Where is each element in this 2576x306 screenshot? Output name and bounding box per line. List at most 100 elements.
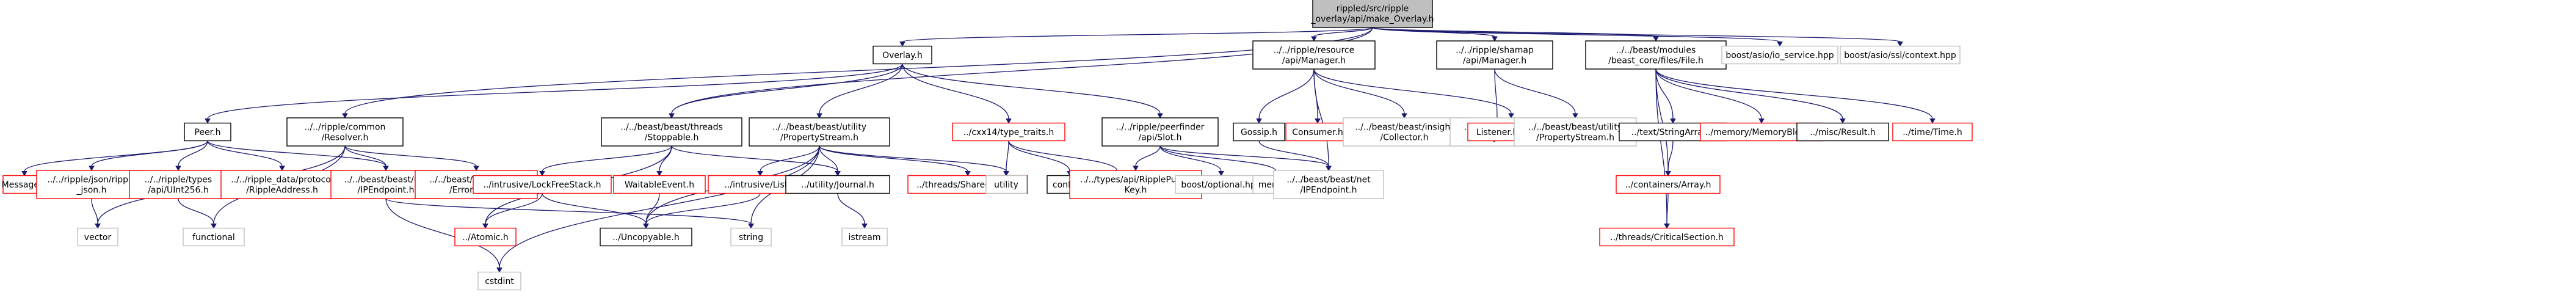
header-node-string: string xyxy=(730,227,772,247)
node-label: ../Atomic.h xyxy=(462,233,509,242)
node-label: ../../ripple/shamap xyxy=(1456,46,1534,56)
header-node-overlay[interactable]: Overlay.h xyxy=(873,45,932,65)
node-label: ../containers/Array.h xyxy=(1625,180,1711,190)
dependency-edge-shamgr-to-propstreamsys xyxy=(1494,68,1578,119)
dependency-edge-propstream-to-utiljournal xyxy=(819,145,841,177)
header-node-listener[interactable]: Listener.h xyxy=(1467,122,1527,142)
node-label: /api/Slot.h xyxy=(1139,133,1182,143)
node-label: Gossip.h xyxy=(1241,128,1277,137)
dependency-edge-uint256-to-functional xyxy=(178,198,217,229)
dependency-edge-slot-to-pubkey xyxy=(1133,145,1161,172)
dependency-edge-resmgr-to-gossip xyxy=(1256,68,1315,124)
node-label: /Stoppable.h xyxy=(645,133,699,143)
node-label: ../time/Time.h xyxy=(1903,128,1962,137)
header-node-gossip[interactable]: Gossip.h xyxy=(1233,122,1285,142)
node-label: /PropertyStream.h xyxy=(780,133,858,143)
node-label: ../text/StringArray.h xyxy=(1631,128,1715,137)
node-label: /PropertyStream.h xyxy=(1536,133,1614,143)
header-node-uint256[interactable]: ../../ripple/types/api/UInt256.h xyxy=(129,170,228,199)
node-layer: rippled/src/ripple_overlay/api/make_Over… xyxy=(2,0,1973,291)
node-label: rippled/src/ripple xyxy=(1337,4,1409,14)
node-label: _overlay/api/make_Overlay.h xyxy=(1311,15,1434,24)
header-node-shamgr[interactable]: ../../ripple/shamap/api/Manager.h xyxy=(1436,40,1553,70)
header-node-rippleaddr[interactable]: ../../ripple_data/protocol/RippleAddress… xyxy=(220,170,344,199)
header-node-utiljournal[interactable]: ../utility/Journal.h xyxy=(785,175,890,194)
header-node-ioservice: boost/asio/io_service.hpp xyxy=(1721,45,1838,65)
header-node-timetime[interactable]: ../time/Time.h xyxy=(1892,122,1973,142)
dependency-edge-overlay-to-typetraits xyxy=(902,64,1012,124)
header-node-propstream[interactable]: ../../beast/beast/utility/PropertyStream… xyxy=(749,117,890,147)
dependency-edge-root-to-resmgr xyxy=(1311,27,1373,42)
header-node-waitable[interactable]: WaitableEvent.h xyxy=(613,175,706,194)
header-node-istream: istream xyxy=(841,227,888,247)
header-node-atomic[interactable]: ../Atomic.h xyxy=(454,227,517,247)
node-label: WaitableEvent.h xyxy=(625,180,694,190)
node-label: ../../ripple_data/protocol xyxy=(231,175,333,185)
header-node-peer[interactable]: Peer.h xyxy=(184,122,231,142)
header-node-file[interactable]: ../../beast/modules/beast_core/files/Fil… xyxy=(1585,40,1727,70)
node-label: ../../ripple/json/ripple xyxy=(47,175,136,185)
dependency-edge-peer-to-uint256 xyxy=(175,140,208,172)
dependency-edge-textstringarray-to-containersarray xyxy=(1665,140,1674,177)
header-node-utility: utility xyxy=(985,175,1027,194)
dependency-edge-intrusivelist-to-uncopyable xyxy=(643,193,761,229)
header-node-root[interactable]: rippled/src/ripple_overlay/api/make_Over… xyxy=(1311,0,1434,28)
node-label: boost/asio/io_service.hpp xyxy=(1725,51,1834,60)
dependency-edge-root-to-resolver xyxy=(342,27,1373,119)
node-label: ../cxx14/type_traits.h xyxy=(963,128,1054,137)
header-node-vector: vector xyxy=(77,227,118,247)
header-node-consumer[interactable]: Consumer.h xyxy=(1285,122,1350,142)
dependency-edge-propstream-to-cstdint xyxy=(496,145,820,273)
dependency-edge-stoppable-to-utiljournal xyxy=(671,145,841,177)
dependency-edge-file-to-miscresult xyxy=(1655,68,1846,124)
dependency-edge-file-to-memblock xyxy=(1655,68,1765,124)
dependency-edge-resmgr-to-insight xyxy=(1313,68,1407,119)
node-label: /Collector.h xyxy=(1381,133,1429,143)
dependency-edge-propstream-to-shareddata xyxy=(819,145,971,177)
node-label: Overlay.h xyxy=(882,51,923,60)
header-node-propstreamsys: ../../beast/beast/utility/PropertyStream… xyxy=(1514,117,1637,147)
dependency-edge-stoppable-to-lockfree xyxy=(539,145,672,177)
node-label: boost/asio/ssl/context.hpp xyxy=(1844,51,1956,60)
header-node-ipendpointsys: ../../beast/beast/net/IPEndpoint.h xyxy=(1273,170,1384,199)
node-label: ../../ripple/resource xyxy=(1274,46,1354,56)
dependency-edge-containersarray-to-criticalsection xyxy=(1664,193,1670,229)
header-node-resolver[interactable]: ../../ripple/common/Resolver.h xyxy=(286,117,404,147)
node-label: /api/UInt256.h xyxy=(148,186,209,195)
header-node-stoppable[interactable]: ../../beast/beast/threads/Stoppable.h xyxy=(601,117,742,147)
node-label: /RippleAddress.h xyxy=(246,186,318,195)
node-label: Consumer.h xyxy=(1292,128,1343,137)
dependency-edge-overlay-to-propstream xyxy=(816,64,903,119)
node-label: Message.h xyxy=(2,180,48,190)
node-label: Peer.h xyxy=(195,128,221,137)
header-node-criticalsection[interactable]: ../threads/CriticalSection.h xyxy=(1599,227,1735,247)
dependency-edge-utiljournal-to-istream xyxy=(837,193,868,229)
node-label: boost/optional.hpp xyxy=(1181,180,1261,190)
node-label: ../../beast/beast/insight xyxy=(1355,123,1454,133)
dependency-edge-root-to-overlay xyxy=(899,27,1373,47)
node-label: ../../ripple/peerfinder xyxy=(1116,123,1205,133)
node-label: ../intrusive/LockFreeStack.h xyxy=(483,180,601,190)
node-label: functional xyxy=(192,233,235,242)
header-node-uncopyable[interactable]: ../Uncopyable.h xyxy=(600,227,692,247)
node-label: /IPEndpoint.h xyxy=(1301,186,1357,195)
header-node-containersarray[interactable]: ../containers/Array.h xyxy=(1616,175,1721,194)
dependency-edge-gossip-to-ipendpointsys xyxy=(1258,140,1332,172)
edge-layer xyxy=(21,27,1936,273)
dependency-edge-overlay-to-peer xyxy=(205,64,903,124)
node-label: Listener.h xyxy=(1476,128,1518,137)
header-node-miscresult[interactable]: ../misc/Result.h xyxy=(1796,122,1889,142)
header-node-lockfree[interactable]: ../intrusive/LockFreeStack.h xyxy=(473,175,612,194)
header-node-insight: ../../beast/beast/insight/Collector.h xyxy=(1343,117,1466,147)
node-label: vector xyxy=(84,233,112,242)
node-label: ../../beast/modules xyxy=(1616,46,1696,56)
header-node-slot[interactable]: ../../ripple/peerfinder/api/Slot.h xyxy=(1101,117,1219,147)
node-label: cstdint xyxy=(485,277,514,286)
node-label: /api/Manager.h xyxy=(1463,56,1526,66)
dependency-edge-slot-to-boostoptional xyxy=(1159,145,1224,177)
header-node-typetraits[interactable]: ../cxx14/type_traits.h xyxy=(952,122,1065,142)
dependency-edge-peer-to-json xyxy=(89,140,208,172)
header-node-resmgr[interactable]: ../../ripple/resource/api/Manager.h xyxy=(1252,40,1376,70)
node-label: ../intrusive/List.h xyxy=(724,180,796,190)
